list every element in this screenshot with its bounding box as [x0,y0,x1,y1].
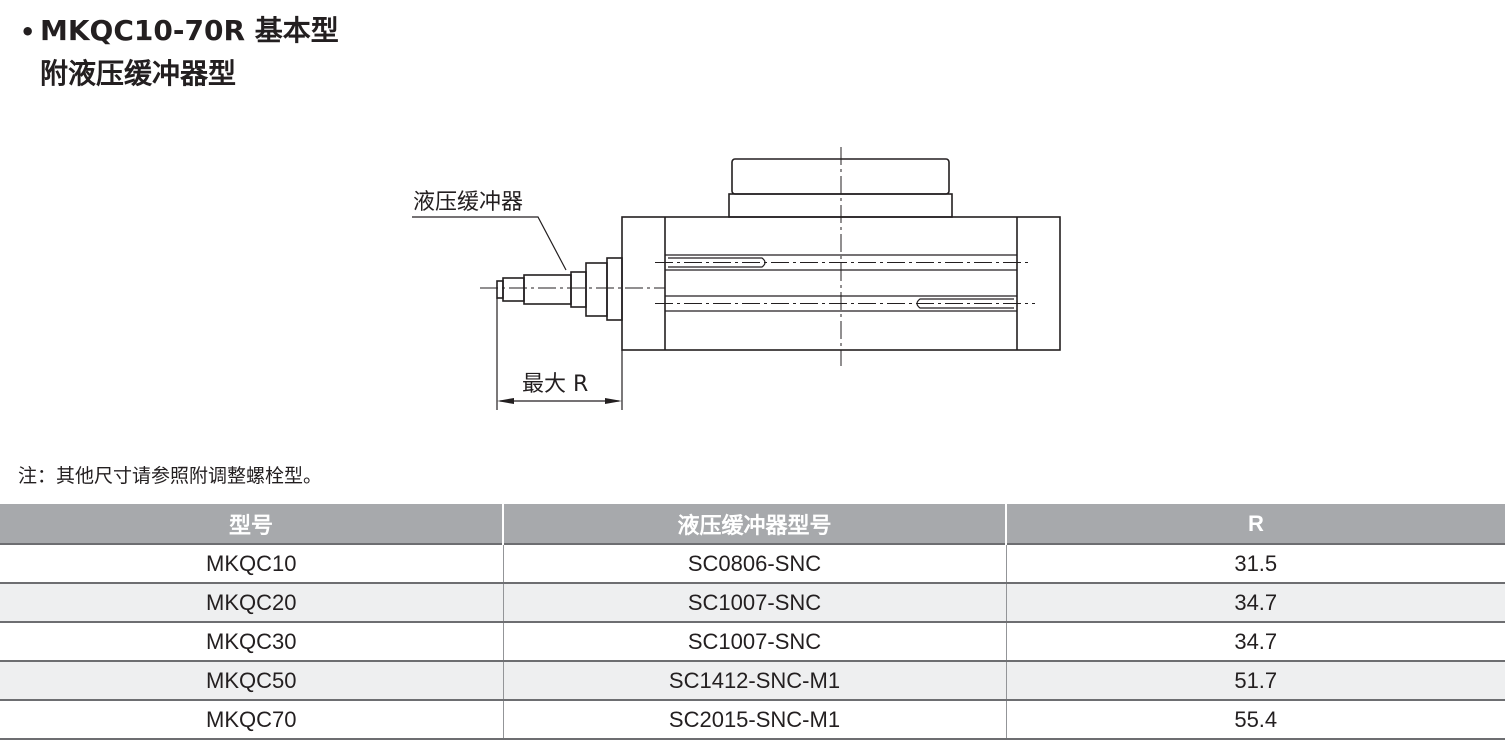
cell-model: MKQC10 [0,543,503,583]
cell-shock-model: SC1412-SNC-M1 [502,660,1006,700]
cell-model: MKQC30 [0,621,503,661]
footnote: 注：其他尺寸请参照附调整螺栓型。 [18,465,323,487]
cell-r: 31.5 [1005,543,1505,583]
cell-model: MKQC70 [0,699,503,740]
dimension-label: 最大 R [522,372,588,397]
page-title: •MKQC10-70R 基本型 附液压缓冲器型 [20,10,339,95]
cell-shock-model: SC2015-SNC-M1 [502,699,1006,740]
cell-model: MKQC20 [0,582,503,622]
shock-absorber [496,257,623,321]
title-line-1: •MKQC10-70R 基本型 [20,10,339,53]
bullet: • [20,18,36,46]
cell-shock-model: SC0806-SNC [502,543,1006,583]
title-line-2: 附液压缓冲器型 [40,57,237,90]
table-row: MKQC10 SC0806-SNC 31.5 [0,543,1505,583]
table-row: MKQC70 SC2015-SNC-M1 55.4 [0,699,1505,740]
table-row: MKQC50 SC1412-SNC-M1 51.7 [0,660,1505,700]
table-row: MKQC30 SC1007-SNC 34.7 [0,621,1505,661]
header-shock-model: 液压缓冲器型号 [502,504,1006,544]
cell-r: 34.7 [1005,621,1505,661]
cell-r: 55.4 [1005,699,1505,740]
cell-r: 51.7 [1005,660,1505,700]
center-lines [480,147,1035,366]
dimension-r [496,298,623,410]
table-header-row: 型号 液压缓冲器型号 R [0,504,1505,544]
table-row: MKQC20 SC1007-SNC 34.7 [0,582,1505,622]
header-r: R [1005,504,1505,544]
cell-r: 34.7 [1005,582,1505,622]
cell-shock-model: SC1007-SNC [502,582,1006,622]
spec-table: 型号 液压缓冲器型号 R MKQC10 SC0806-SNC 31.5 MKQC… [0,504,1505,740]
cell-shock-model: SC1007-SNC [502,621,1006,661]
dimension-arrows [497,398,622,404]
callout-leader [412,216,567,271]
callout-label: 液压缓冲器 [413,190,523,215]
cell-model: MKQC50 [0,660,503,700]
title-model-text: MKQC10-70R 基本型 [40,14,339,47]
header-model: 型号 [0,504,503,544]
technical-drawing: 液压缓冲器 最大 R [412,147,1061,410]
